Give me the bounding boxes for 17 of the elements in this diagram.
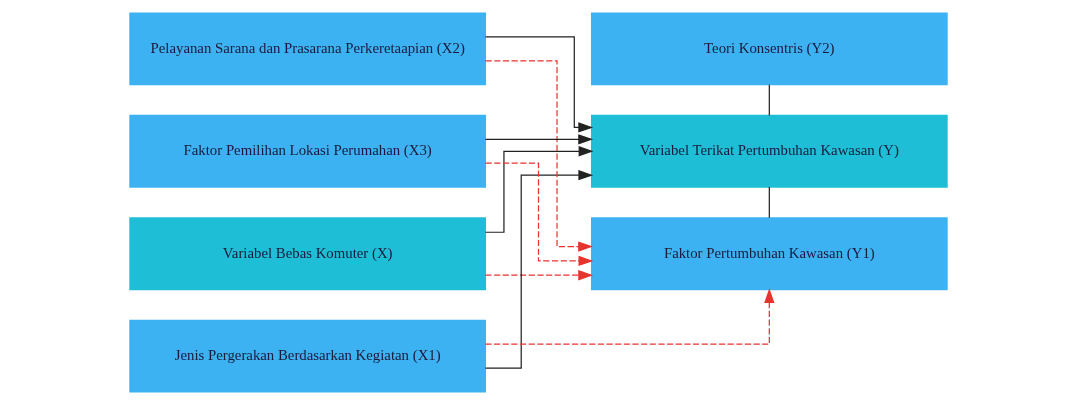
- node-box: Teori Konsentris (Y2): [590, 12, 948, 86]
- node-box: Pelayanan Sarana dan Prasarana Perkeretaapian (X2): [129, 12, 487, 86]
- arrow: [484, 36, 594, 133]
- arrow: [484, 270, 594, 281]
- node-box: Variabel Terikat Pertumbuhan Kawasan (Y): [590, 114, 948, 188]
- arrow: [484, 288, 775, 345]
- node-box: Faktor Pertumbuhan Kawasan (Y1): [590, 217, 948, 291]
- arrow: [484, 60, 593, 252]
- arrow: [484, 169, 594, 369]
- connector: [768, 84, 770, 117]
- connector: [768, 186, 770, 219]
- arrow: [484, 134, 594, 145]
- node-box: Jenis Pergerakan Berdasarkan Kegiatan (X1): [129, 319, 487, 393]
- arrow: [484, 162, 594, 267]
- node-box: Faktor Pemilihan Lokasi Perumahan (X3): [129, 114, 487, 188]
- arrow: [484, 146, 594, 233]
- node-box: Variabel Bebas Komuter (X): [129, 217, 487, 291]
